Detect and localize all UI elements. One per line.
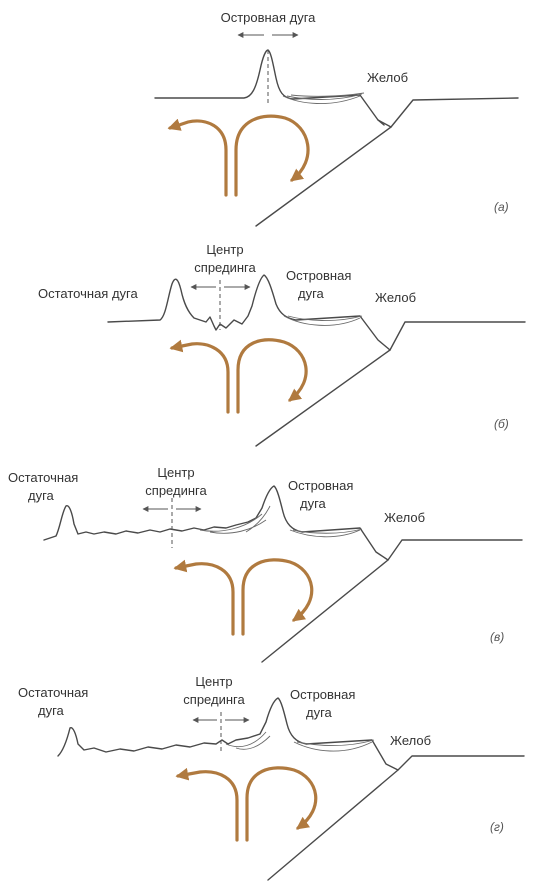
panel-a-label: (а) bbox=[494, 200, 509, 214]
panel-v-island-arc-label-1: Островная bbox=[288, 478, 353, 493]
panel-v-remnant-arc-label-1: Остаточная bbox=[8, 470, 78, 485]
panel-v-label: (в) bbox=[490, 630, 504, 644]
panel-b-remnant-arc-label: Остаточная дуга bbox=[38, 286, 138, 301]
panel-a-island-arc-label: Островная дуга bbox=[221, 10, 317, 25]
panel-b-slab bbox=[256, 322, 525, 446]
panel-g-spreading-center-label-2: спрединга bbox=[183, 692, 245, 707]
panel-g-slab bbox=[268, 756, 524, 880]
panel-b-profile bbox=[108, 275, 390, 350]
panel-v-flow-left bbox=[176, 564, 233, 634]
panel-g-remnant-arc-label-1: Остаточная bbox=[18, 685, 88, 700]
panel-b-trench-label: Желоб bbox=[375, 290, 416, 305]
panel-v-profile bbox=[44, 486, 388, 560]
panel-b-spreading-center-label-1: Центр bbox=[206, 242, 243, 257]
panel-a: Островная дуга Желоб (а) bbox=[155, 10, 518, 226]
panel-b-island-arc-label-2: дуга bbox=[298, 286, 325, 301]
panel-g: Остаточная дуга Центр спрединга Островна… bbox=[18, 674, 524, 880]
panel-g-remnant-arc-label-2: дуга bbox=[38, 703, 65, 718]
panel-v: Остаточная дуга Центр спрединга Островна… bbox=[8, 465, 522, 662]
panel-b-label: (б) bbox=[494, 417, 509, 431]
panel-g-spreading-center-label-1: Центр bbox=[195, 674, 232, 689]
panel-v-spreading-center-label-2: спрединга bbox=[145, 483, 207, 498]
panel-v-sediment bbox=[200, 506, 362, 537]
panel-g-island-arc-label-2: дуга bbox=[306, 705, 333, 720]
panel-g-flow-right bbox=[247, 768, 316, 840]
panel-g-island-arc-label-1: Островная bbox=[290, 687, 355, 702]
panel-a-slab bbox=[256, 98, 518, 226]
panel-b-spreading-center-label-2: спрединга bbox=[194, 260, 256, 275]
panel-v-slab bbox=[262, 540, 522, 662]
panel-v-trench-label: Желоб bbox=[384, 510, 425, 525]
panel-b-sediment bbox=[284, 316, 362, 325]
panel-g-flow-left bbox=[178, 772, 237, 840]
panel-v-spreading-center-label-1: Центр bbox=[157, 465, 194, 480]
panel-g-label: (г) bbox=[490, 820, 504, 834]
panel-g-profile bbox=[58, 698, 398, 770]
panel-a-flow-left bbox=[170, 121, 226, 195]
panel-v-flow-right bbox=[243, 560, 312, 634]
panel-a-trench-label: Желоб bbox=[367, 70, 408, 85]
panel-b-flow-right bbox=[238, 340, 306, 412]
panel-a-flow-right bbox=[236, 116, 308, 195]
panel-v-island-arc-label-2: дуга bbox=[300, 496, 327, 511]
panel-b-flow-left bbox=[172, 344, 228, 412]
panel-v-remnant-arc-label-2: дуга bbox=[28, 488, 55, 503]
panel-b: Остаточная дуга Центр спрединга Островна… bbox=[38, 242, 525, 446]
panel-g-trench-label: Желоб bbox=[390, 733, 431, 748]
panel-b-island-arc-label-1: Островная bbox=[286, 268, 351, 283]
